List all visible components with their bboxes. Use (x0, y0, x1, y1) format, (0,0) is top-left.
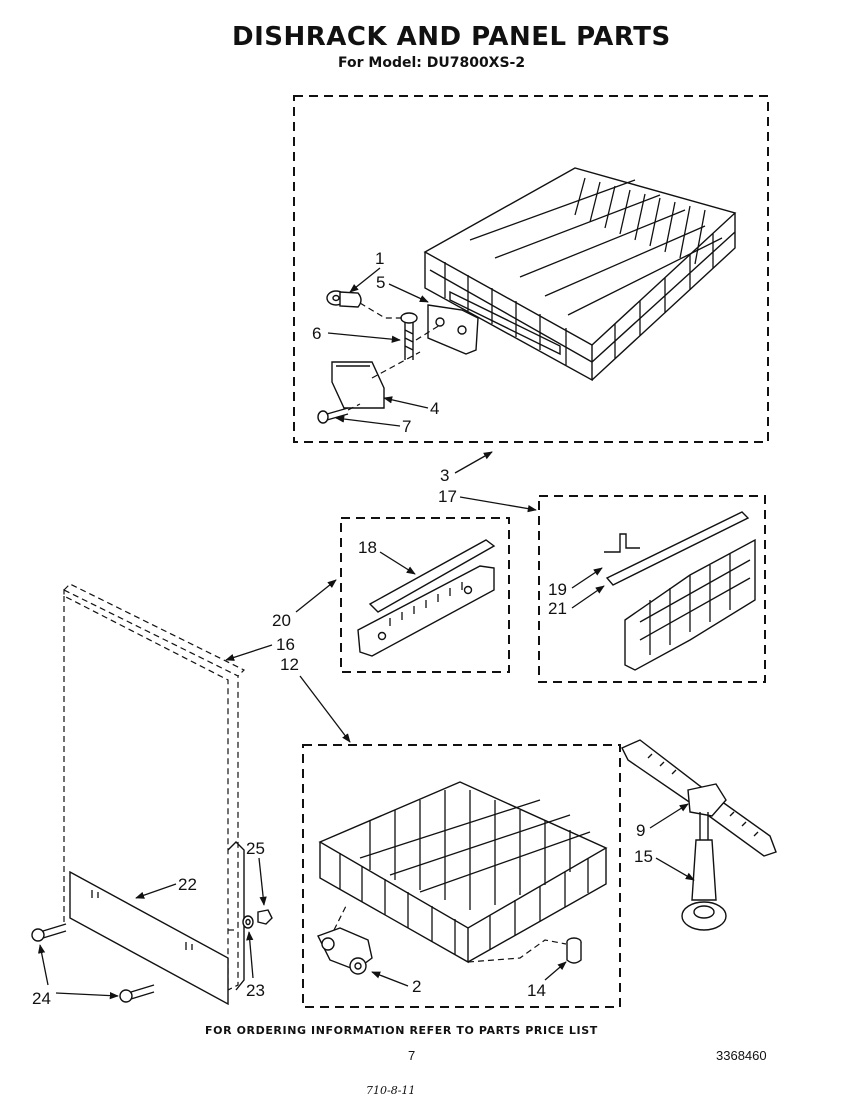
callout-21: 21 (548, 599, 567, 618)
upper-rack-group-box (293, 95, 769, 443)
callout-14: 14 (527, 981, 546, 1000)
rack-roller-1 (326, 290, 362, 308)
tine-row-group-box (340, 517, 510, 673)
rack-screw-6 (400, 312, 418, 360)
panel-screw-24-left (31, 923, 67, 942)
upper-dishrack (423, 167, 737, 382)
callout-4: 4 (430, 399, 439, 418)
callout-15: 15 (634, 847, 653, 866)
tine-row-part-18 (357, 539, 496, 657)
callout-23: 23 (246, 981, 265, 1000)
lower-rack-wheel-2 (317, 927, 373, 975)
callout-18: 18 (358, 538, 377, 557)
page-number: 7 (408, 1048, 416, 1063)
rack-stop-4 (331, 361, 385, 409)
callout-16: 16 (276, 635, 295, 654)
callout-7: 7 (402, 417, 411, 436)
nut-25 (257, 909, 273, 925)
page-title: DISHRACK AND PANEL PARTS (232, 22, 671, 52)
callout-25: 25 (246, 839, 265, 858)
callout-20: 20 (272, 611, 291, 630)
callout-5: 5 (376, 273, 385, 292)
lower-rack-group-box (302, 744, 621, 1008)
callout-2: 2 (412, 977, 421, 996)
callout-1: 1 (375, 249, 384, 268)
callout-17: 17 (438, 487, 457, 506)
rack-adjuster-5 (427, 304, 479, 355)
spray-manifold-15 (681, 812, 727, 931)
callout-24: 24 (32, 989, 51, 1008)
callout-9: 9 (636, 821, 645, 840)
callout-22: 22 (178, 875, 197, 894)
rack-wheel-14 (566, 937, 582, 964)
spray-arm-9 (621, 739, 777, 857)
tine-assembly-parts (604, 511, 756, 671)
access-panel-22 (69, 841, 245, 1006)
model-line: For Model: DU7800XS-2 (338, 55, 526, 71)
callout-19: 19 (548, 580, 567, 599)
panel-screw-24-right (119, 984, 155, 1003)
callout-3: 3 (440, 466, 449, 485)
document-number: 3368460 (716, 1048, 767, 1063)
rack-screw-7 (317, 407, 349, 424)
handwritten-mark: 710-8-11 (366, 1084, 416, 1097)
washer-23 (242, 915, 254, 929)
ordering-note: FOR ORDERING INFORMATION REFER TO PARTS … (205, 1024, 598, 1037)
callout-12: 12 (280, 655, 299, 674)
tine-assembly-group-box (538, 495, 766, 683)
lower-dishrack (318, 781, 608, 964)
callout-6: 6 (312, 324, 321, 343)
